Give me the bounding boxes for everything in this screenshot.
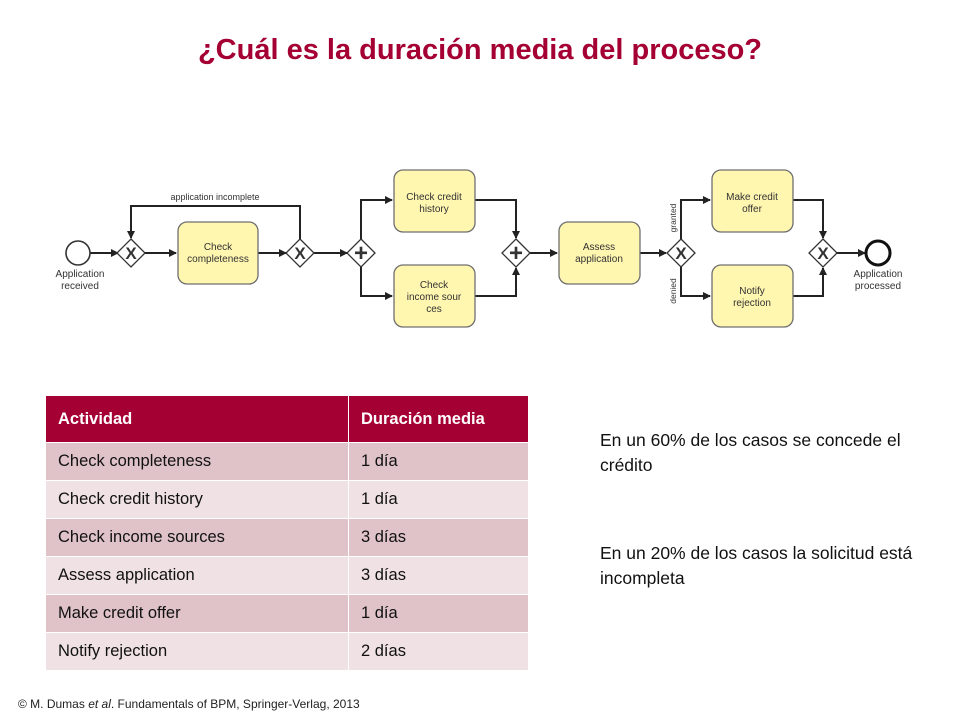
svg-text:Assess: Assess bbox=[583, 242, 615, 253]
duration-cell: 3 días bbox=[348, 556, 529, 595]
flow-income-sources-to-and2 bbox=[475, 267, 520, 297]
end-event-label-1: Application bbox=[854, 269, 903, 280]
task-assess-application: Assess application bbox=[558, 221, 641, 285]
loop-label: application incomplete bbox=[170, 192, 259, 202]
task-notify-rejection: Notify rejection bbox=[711, 264, 794, 328]
svg-text:Check: Check bbox=[204, 242, 233, 253]
activity-cell: Check income sources bbox=[45, 518, 349, 557]
activity-cell: Make credit offer bbox=[45, 594, 349, 633]
task-make-credit-offer: Make credit offer bbox=[711, 169, 794, 233]
table-row: Make credit offer 1 día bbox=[45, 594, 529, 633]
duration-table: Actividad Duración media Check completen… bbox=[45, 395, 529, 671]
flow-xor3-to-make-credit-offer bbox=[680, 196, 711, 239]
header-duration: Duración media bbox=[348, 395, 529, 443]
flow-credit-history-to-and2 bbox=[475, 199, 520, 239]
svg-text:income sour: income sour bbox=[407, 292, 462, 303]
denied-label: denied bbox=[668, 278, 678, 304]
xor-gateway-symbol: X bbox=[675, 244, 687, 263]
xor-gateway-decision: X bbox=[666, 238, 696, 268]
table-row: Check credit history 1 día bbox=[45, 480, 529, 519]
flow-notify-to-xor4 bbox=[793, 267, 827, 297]
xor-gateway-symbol: X bbox=[294, 244, 306, 263]
and-gateway-join: + bbox=[501, 238, 531, 268]
credit-italic: et al bbox=[88, 697, 111, 711]
header-activity: Actividad bbox=[45, 395, 349, 443]
table-row: Check income sources 3 días bbox=[45, 518, 529, 557]
and-gateway-symbol: + bbox=[354, 240, 368, 267]
credit-prefix: © M. Dumas bbox=[18, 697, 89, 711]
flow-and1-to-credit-history bbox=[360, 196, 393, 239]
credit-suffix: . Fundamentals of BPM, Springer-Verlag, … bbox=[110, 697, 360, 711]
flow-and1-to-income-sources bbox=[360, 267, 393, 300]
svg-text:history: history bbox=[419, 204, 448, 215]
svg-text:ces: ces bbox=[426, 304, 442, 315]
xor-gateway-merge-decision: X bbox=[808, 238, 838, 268]
duration-cell: 1 día bbox=[348, 594, 529, 633]
duration-cell: 2 días bbox=[348, 632, 529, 671]
duration-cell: 1 día bbox=[348, 480, 529, 519]
xor-gateway-symbol: X bbox=[817, 244, 829, 263]
source-credit: © M. Dumas et al. Fundamentals of BPM, S… bbox=[18, 697, 360, 711]
svg-text:application: application bbox=[575, 254, 623, 265]
task-check-completeness: Check completeness bbox=[177, 221, 259, 285]
flow-loop-application-incomplete bbox=[127, 205, 301, 239]
end-event bbox=[864, 239, 892, 267]
activity-cell: Check completeness bbox=[45, 442, 349, 481]
flow-xor3-to-notify-rejection bbox=[680, 267, 711, 300]
duration-cell: 3 días bbox=[348, 518, 529, 557]
svg-text:Check credit: Check credit bbox=[406, 192, 462, 203]
flow-make-offer-to-xor4 bbox=[793, 199, 827, 239]
granted-label: granted bbox=[668, 203, 678, 232]
start-event-label-2: received bbox=[61, 281, 99, 292]
task-check-credit-history: Check credit history bbox=[393, 169, 476, 233]
end-event-label-2: processed bbox=[855, 281, 901, 292]
and-gateway-symbol: + bbox=[509, 240, 523, 267]
note-application-incomplete: En un 20% de los casos la solicitud está… bbox=[600, 543, 913, 588]
svg-text:offer: offer bbox=[742, 204, 762, 215]
xor-gateway-split-loop: X bbox=[116, 238, 146, 268]
start-event-label-1: Application bbox=[56, 269, 105, 280]
activity-cell: Notify rejection bbox=[45, 632, 349, 671]
task-check-income-sources: Check income sour ces bbox=[393, 264, 476, 328]
svg-text:completeness: completeness bbox=[187, 254, 249, 265]
table-row: Notify rejection 2 días bbox=[45, 632, 529, 671]
slide-title: ¿Cuál es la duración media del proceso? bbox=[197, 34, 763, 66]
svg-text:Check: Check bbox=[420, 280, 449, 291]
svg-text:Make credit: Make credit bbox=[726, 192, 778, 203]
svg-text:rejection: rejection bbox=[733, 298, 771, 309]
duration-cell: 1 día bbox=[348, 442, 529, 481]
xor-gateway-merge-loop: X bbox=[285, 238, 315, 268]
and-gateway-split: + bbox=[346, 238, 376, 268]
table-row: Assess application 3 días bbox=[45, 556, 529, 595]
note-credit-granted: En un 60% de los casos se concede el cré… bbox=[600, 430, 901, 475]
xor-gateway-symbol: X bbox=[125, 244, 137, 263]
start-event bbox=[65, 240, 91, 266]
table-row: Check completeness 1 día bbox=[45, 442, 529, 481]
svg-text:Notify: Notify bbox=[739, 286, 765, 297]
activity-cell: Assess application bbox=[45, 556, 349, 595]
activity-cell: Check credit history bbox=[45, 480, 349, 519]
table-header-row: Actividad Duración media bbox=[45, 395, 529, 443]
